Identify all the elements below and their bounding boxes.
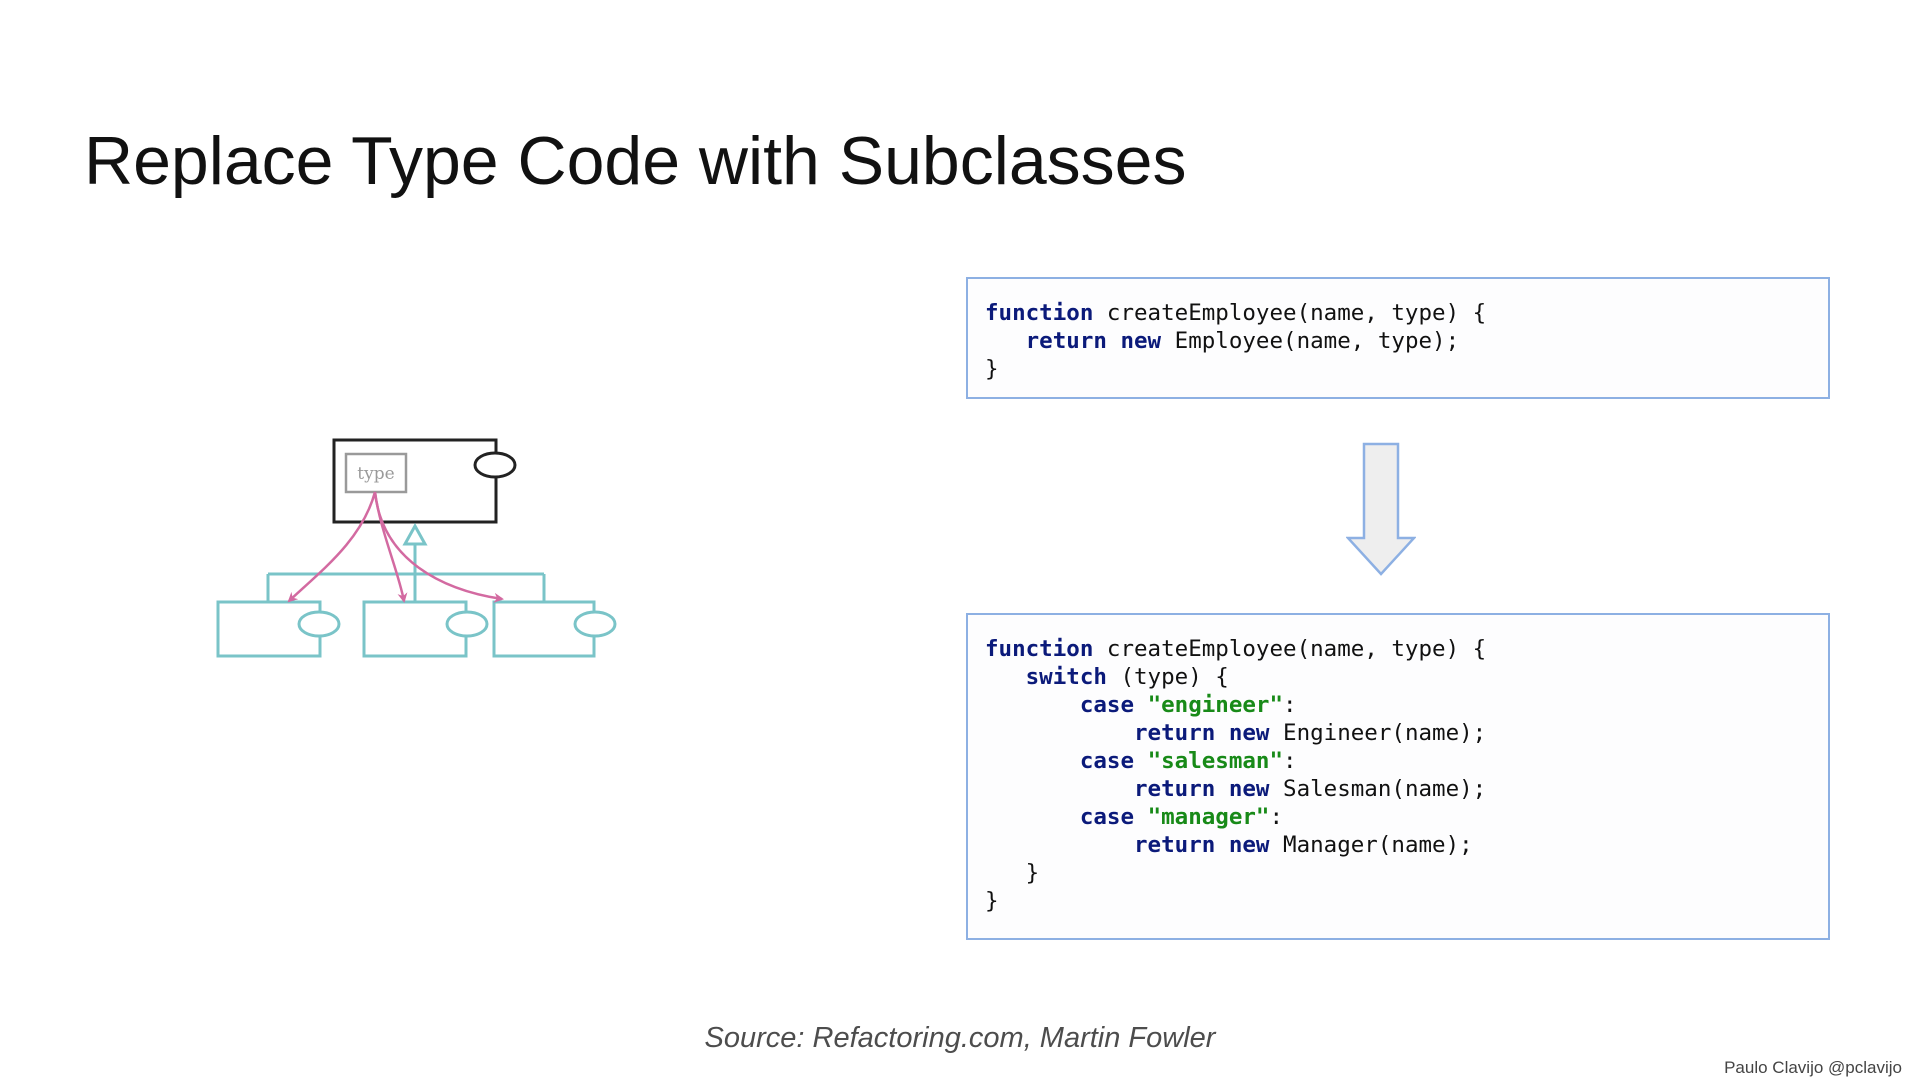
code-token: Engineer(name); xyxy=(1269,720,1487,746)
code-token: Salesman(name); xyxy=(1269,776,1487,802)
source-caption: Source: Refactoring.com, Martin Fowler xyxy=(704,1022,1216,1054)
code-keyword: case xyxy=(1079,804,1135,830)
refactoring-diagram: type xyxy=(212,430,632,670)
class-hierarchy-diagram: type xyxy=(216,438,617,658)
down-arrow-icon xyxy=(1346,442,1416,576)
code-line: function createEmployee(name, type) { xyxy=(985,636,1486,662)
code-before: function createEmployee(name, type) { re… xyxy=(968,299,1828,383)
code-line: return new Employee(name, type); xyxy=(985,328,1459,354)
type-field-label: type xyxy=(357,464,394,484)
code-token: Manager(name); xyxy=(1269,832,1473,858)
move-arrow-1 xyxy=(287,491,377,603)
code-line: case "engineer": xyxy=(985,692,1297,718)
code-token xyxy=(1134,748,1148,774)
code-token xyxy=(985,776,1134,802)
code-token xyxy=(1215,720,1229,746)
code-line: } xyxy=(985,356,999,382)
code-after: function createEmployee(name, type) { sw… xyxy=(968,635,1828,915)
code-keyword: return xyxy=(1025,328,1107,354)
code-token: } xyxy=(985,356,999,382)
code-token xyxy=(985,804,1080,830)
code-token: } xyxy=(985,860,1040,886)
slide-title: Replace Type Code with Subclasses xyxy=(84,123,1187,199)
code-token: } xyxy=(985,888,999,914)
code-token: : xyxy=(1283,748,1297,774)
code-token xyxy=(985,664,1026,690)
code-token xyxy=(1215,776,1229,802)
code-keyword: case xyxy=(1079,692,1135,718)
code-token: (type) { xyxy=(1106,664,1229,690)
code-string: "engineer" xyxy=(1147,692,1284,718)
code-keyword: case xyxy=(1079,748,1135,774)
code-keyword: new xyxy=(1228,776,1270,802)
code-token xyxy=(985,720,1134,746)
code-keyword: new xyxy=(1228,720,1270,746)
code-line: case "salesman": xyxy=(985,748,1297,774)
code-string: "manager" xyxy=(1147,804,1270,830)
code-keyword: new xyxy=(1120,328,1162,354)
code-token xyxy=(1134,692,1148,718)
code-token xyxy=(985,748,1080,774)
code-token xyxy=(985,692,1080,718)
code-keyword: function xyxy=(985,300,1094,326)
code-token xyxy=(985,832,1134,858)
code-line: return new Manager(name); xyxy=(985,832,1473,858)
code-token: createEmployee(name, type) { xyxy=(1093,636,1487,662)
code-keyword: return xyxy=(1134,776,1216,802)
code-line: } xyxy=(985,888,999,914)
code-line: return new Salesman(name); xyxy=(985,776,1486,802)
code-token: createEmployee(name, type) { xyxy=(1093,300,1487,326)
code-line: } xyxy=(985,860,1040,886)
code-keyword: return xyxy=(1134,832,1216,858)
code-token xyxy=(1107,328,1121,354)
code-keyword: function xyxy=(985,636,1094,662)
subclass-interface-icon-1 xyxy=(297,610,341,638)
code-after-box: function createEmployee(name, type) { sw… xyxy=(966,613,1830,940)
subclass-interface-icon-2 xyxy=(445,610,489,638)
inheritance-triangle-icon xyxy=(402,522,428,546)
code-token: : xyxy=(1269,804,1284,830)
code-string: "salesman" xyxy=(1147,748,1284,774)
author-credit: Paulo Clavijo @pclavijo xyxy=(1724,1058,1902,1077)
subclass-interface-icon-3 xyxy=(573,610,617,638)
code-before-box: function createEmployee(name, type) { re… xyxy=(966,277,1830,399)
code-token: : xyxy=(1283,692,1297,718)
code-token: Employee(name, type); xyxy=(1161,328,1460,354)
code-line: switch (type) { xyxy=(985,664,1229,690)
code-keyword: switch xyxy=(1025,664,1107,690)
move-arrow-3 xyxy=(373,491,504,603)
code-line: return new Engineer(name); xyxy=(985,720,1486,746)
code-line: case "manager": xyxy=(985,804,1283,830)
code-line: function createEmployee(name, type) { xyxy=(985,300,1486,326)
superclass-interface-icon xyxy=(473,451,517,479)
code-keyword: new xyxy=(1228,832,1270,858)
code-token xyxy=(985,328,1026,354)
code-keyword: return xyxy=(1134,720,1216,746)
code-token xyxy=(1134,804,1148,830)
code-token xyxy=(1215,832,1229,858)
